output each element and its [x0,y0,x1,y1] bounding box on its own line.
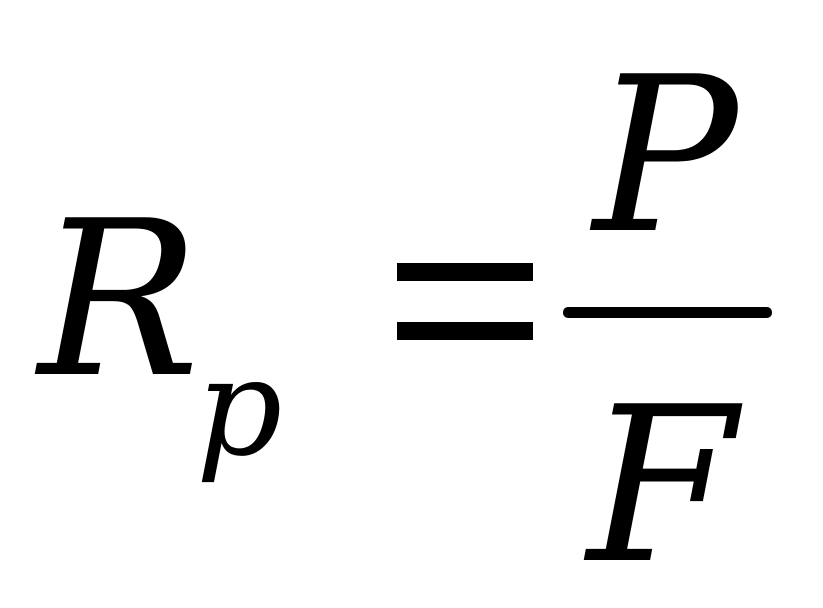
fraction-numerator: P [593,30,738,281]
fraction-denominator: F [587,360,737,608]
equals-top-bar [397,263,533,281]
fraction-bar [563,307,772,318]
resistance-subscript: p [196,329,283,486]
resistance-symbol: R [38,174,200,425]
equals-bottom-bar [397,322,533,340]
